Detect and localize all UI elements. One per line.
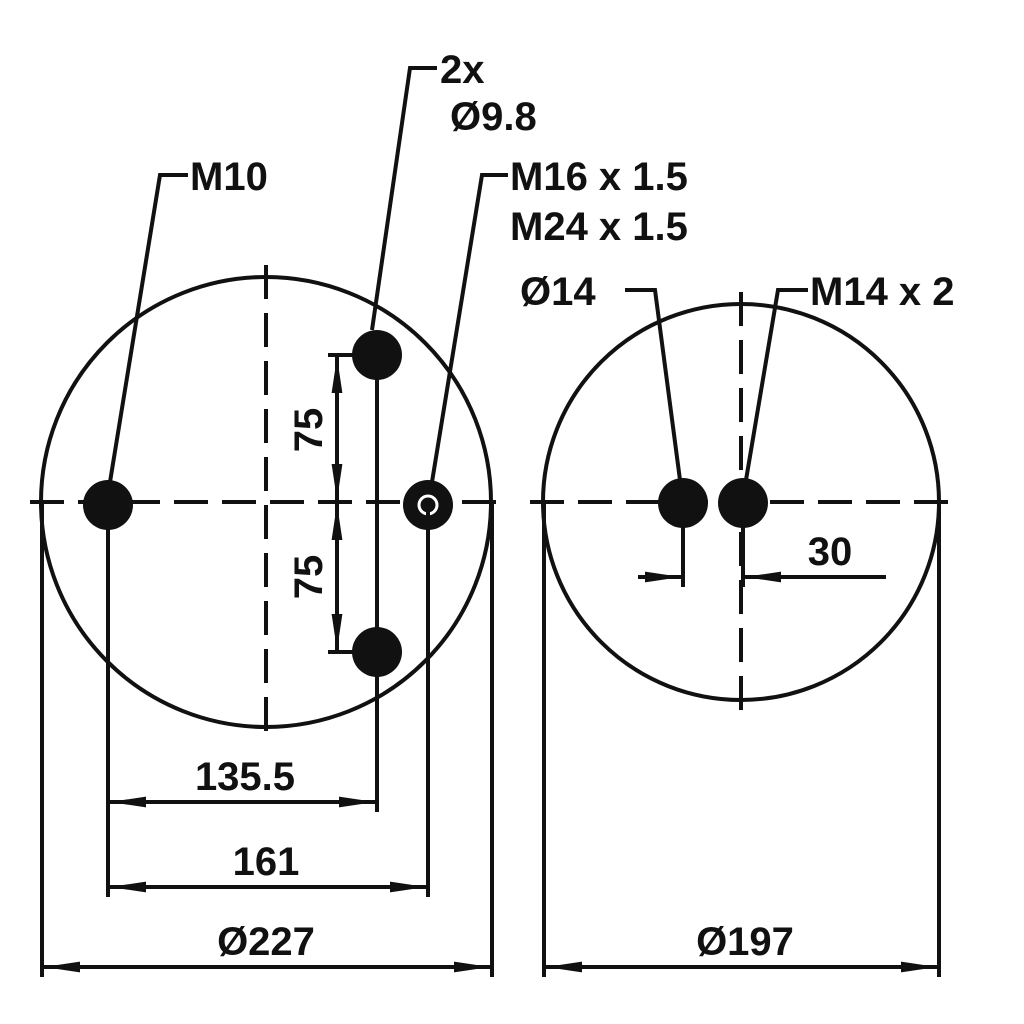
m10-leader [108,173,188,483]
holes-count-label: 2x [440,48,485,92]
port-label-1: M16 x 1.5 [510,155,688,199]
dim-161: 161 [233,840,300,884]
pin-diameter-label: Ø14 [520,270,596,314]
m10-label: M10 [190,155,268,199]
dim-75-upper: 75 [287,408,331,453]
stud-thread-label: M14 x 2 [810,270,955,314]
port-leader [430,173,508,483]
holes-diameter-label: Ø9.8 [450,95,537,139]
dim-135-5: 135.5 [195,755,295,799]
port-label-2: M24 x 1.5 [510,205,688,249]
dim-227: Ø227 [217,920,315,964]
holes-leader [370,66,437,331]
stud-leader [744,288,808,481]
dim-75-lower: 75 [287,555,331,600]
pin-leader [625,288,682,481]
dim-30: 30 [808,530,853,574]
left-view: M10 2x Ø9.8 M16 x 1.5 M24 x 1.5 75 75 13… [30,48,688,977]
dim-197: Ø197 [696,920,794,964]
right-view: Ø14 M14 x 2 30 Ø197 [520,270,958,977]
